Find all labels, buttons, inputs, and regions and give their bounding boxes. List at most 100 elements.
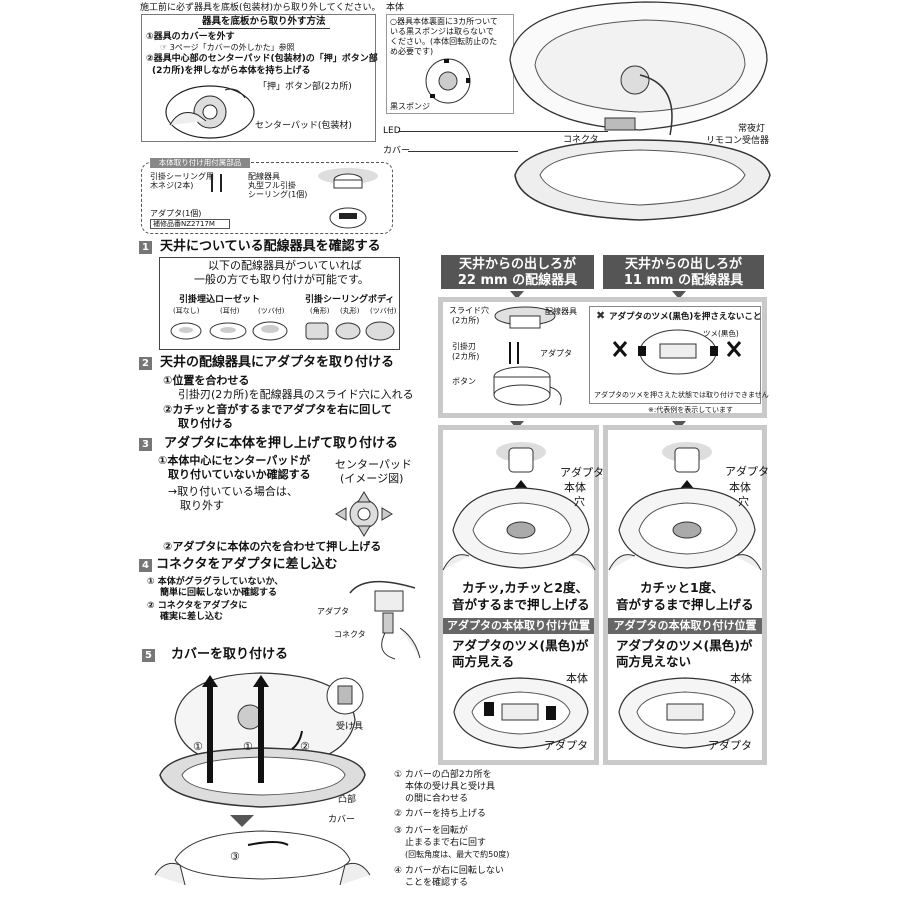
label-adapter-22: アダプタ bbox=[560, 466, 604, 479]
push-up-22mm-illustration bbox=[442, 442, 596, 571]
label-push-button: 「押」ボタン部(2カ所) bbox=[258, 82, 352, 92]
label-body-22: 本体 bbox=[564, 481, 586, 494]
removal-step2a: ②器具中心部のセンターパッド(包装材)の「押」ボタン部 bbox=[146, 54, 378, 64]
label-body-11: 本体 bbox=[729, 481, 751, 494]
step2-number: 2 bbox=[139, 357, 152, 370]
header-11mm-line1: 天井からの出しろが bbox=[624, 257, 742, 272]
wiring-device-icons bbox=[170, 321, 395, 341]
sponge-illustration bbox=[425, 58, 471, 104]
step3-pad-label2: (イメージ図) bbox=[340, 472, 404, 485]
screw-icon bbox=[211, 174, 222, 192]
type-rosette-flange: (ツバ付) bbox=[258, 307, 285, 315]
parts-part-no: 補修品番NZ2717M bbox=[150, 219, 230, 229]
label-adapter-11: アダプタ bbox=[725, 465, 769, 478]
adapter-install-illustration bbox=[493, 306, 562, 406]
step5-note2: ② カバーを持ち上げる bbox=[394, 809, 486, 819]
step2-title: 天井の配線器具にアダプタを取り付ける bbox=[160, 355, 395, 370]
lbl-slide-hole-2: (2カ所) bbox=[452, 316, 480, 325]
position-bar-22: アダプタの本体取り付け位置 bbox=[443, 618, 594, 634]
center-pad-image bbox=[335, 491, 393, 537]
position-bar-11: アダプタの本体取り付け位置 bbox=[608, 618, 762, 634]
receiver-detail-icon bbox=[326, 677, 364, 715]
lbl-slide-hole-1: スライド穴 bbox=[449, 306, 489, 315]
step5-note3: ③ カバーを回転が bbox=[394, 826, 468, 836]
removal-step1: ①器具のカバーを外す bbox=[146, 32, 235, 42]
label-connector: コネクタ bbox=[563, 135, 599, 145]
removal-step2b: (2カ所)を押しながら本体を持ち上げる bbox=[152, 66, 311, 76]
parts-adapter: アダプタ(1個) bbox=[150, 209, 202, 218]
label-center-pad: センターパッド(包装材) bbox=[255, 121, 352, 131]
label-body: 本体 bbox=[386, 3, 405, 13]
push-up-11mm-illustration bbox=[608, 442, 762, 571]
lbl-adapter-top: アダプタ bbox=[540, 349, 572, 358]
visible-22-line2: 両方見える bbox=[452, 654, 515, 669]
label-nightlight: 常夜灯 bbox=[738, 124, 766, 134]
center-pad-illustration bbox=[165, 85, 255, 139]
step4-sub1b: 簡単に回転しないか確認する bbox=[160, 588, 278, 598]
parts-wiring-2: 丸型フル引掛 bbox=[248, 181, 296, 190]
removal-box-title: 器具を底板から取り外す方法 bbox=[198, 16, 330, 29]
parts-wiring-1: 配線器具 bbox=[248, 172, 280, 181]
step3-sub1d: 取り外す bbox=[180, 499, 224, 512]
step4-sub2: ② コネクタをアダプタに bbox=[147, 601, 248, 611]
main-unit-illustration bbox=[509, 1, 771, 221]
type-body-flange: (ツバ付) bbox=[370, 307, 397, 315]
sponge-note-box bbox=[386, 14, 514, 114]
click-11-line1: カチッと1度、 bbox=[640, 580, 724, 595]
claws-hidden-illustration bbox=[618, 677, 754, 749]
step5-marker-1b: ① bbox=[243, 740, 253, 753]
step5-note3b: 止まるまで右に回す bbox=[405, 838, 487, 848]
step5-label-cover: カバー bbox=[328, 815, 356, 825]
sponge-note-3: ください。(本体回転防止のた bbox=[390, 37, 498, 46]
click-22-line1: カチッ,カチッと2度、 bbox=[462, 580, 588, 595]
label-remote-receiver: リモコン受信器 bbox=[706, 136, 770, 146]
step3-sub1: ①本体中心にセンターパッドが bbox=[158, 454, 311, 467]
leader-cover bbox=[408, 151, 518, 152]
step5-note1b: 本体の受け具と受け具 bbox=[405, 782, 496, 792]
step4-sub2b: 確実に差し込む bbox=[160, 612, 224, 622]
header-22mm: 天井からの出しろが 22 mm の配線器具 bbox=[441, 255, 594, 289]
header-22mm-line2: 22 mm の配線器具 bbox=[457, 272, 578, 288]
step4-label-adapter: アダプタ bbox=[317, 607, 349, 616]
leader-led bbox=[398, 131, 608, 132]
warning-note: アダプタのツメを押さえた状態では取り付けできません bbox=[594, 391, 769, 399]
visible-22-line1: アダプタのツメ(黒色)が bbox=[452, 638, 589, 653]
step4-label-connector: コネクタ bbox=[334, 630, 366, 639]
step5-note3c: (回転角度は、最大で約50度) bbox=[405, 850, 510, 859]
step2-sub2b: 取り付ける bbox=[178, 417, 233, 430]
step5-note1c: の間に合わせる bbox=[405, 794, 469, 804]
step3-title: アダプタに本体を押し上げて取り付ける bbox=[164, 436, 399, 451]
label-sponge: 黒スポンジ bbox=[390, 102, 430, 111]
parts-box-title: 本体取り付け用付属部品 bbox=[150, 158, 250, 168]
down-arrows bbox=[510, 291, 686, 299]
label-adapter2-11: アダプタ bbox=[708, 739, 752, 752]
lbl-blade-2: (2カ所) bbox=[452, 352, 480, 361]
type-body-square: (角形) bbox=[310, 307, 330, 315]
type-rosette-no-ear: (耳なし) bbox=[173, 307, 200, 315]
removal-step1-ref: ☞ 3ページ「カバーの外しかた」参照 bbox=[160, 43, 295, 52]
step3-pad-label1: センターパッド bbox=[335, 458, 412, 471]
claws-visible-illustration bbox=[453, 677, 589, 749]
header-11mm-line2: 11 mm の配線器具 bbox=[623, 272, 744, 288]
ceiling-fitting-icon bbox=[318, 168, 378, 229]
connector-illustration bbox=[349, 580, 421, 660]
step4-number: 4 bbox=[139, 559, 152, 572]
warning-claw-label: ツメ(黒色) bbox=[703, 329, 739, 338]
click-22-line2: 音がするまで押し上げる bbox=[452, 597, 590, 612]
header-22mm-line1: 天井からの出しろが bbox=[458, 257, 576, 272]
step3-sub2: ②アダプタに本体の穴を合わせて押し上げる bbox=[163, 540, 382, 553]
step1-number: 1 bbox=[139, 241, 152, 254]
step1-box-line2: 一般の方でも取り付けが可能です。 bbox=[194, 273, 369, 286]
label-body2-22: 本体 bbox=[566, 672, 588, 685]
step2-sub2: ②カチッと音がするまでアダプタを右に回して bbox=[163, 403, 392, 416]
step3-number: 3 bbox=[139, 438, 152, 451]
step5-marker-3: ③ bbox=[230, 850, 240, 863]
step5-number: 5 bbox=[142, 649, 155, 662]
sponge-note-2: いる黒スポンジは取らないで bbox=[390, 27, 494, 36]
step5-note4: ④ カバーが右に回転しない bbox=[394, 866, 504, 876]
cover-install-illustration bbox=[154, 672, 371, 886]
parts-wiring-3: シーリング(1個) bbox=[248, 190, 308, 199]
label-cover: カバー bbox=[383, 146, 411, 156]
sponge-note-4: め必要です) bbox=[390, 47, 434, 56]
click-11-line2: 音がするまで押し上げる bbox=[616, 597, 754, 612]
